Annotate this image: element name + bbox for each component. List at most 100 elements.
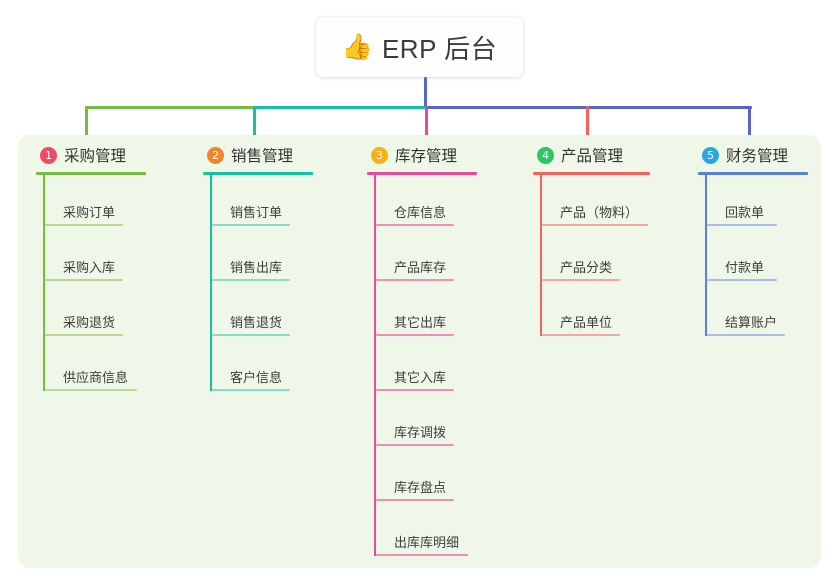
group-header-5[interactable]: 5 财务管理 xyxy=(698,143,818,167)
group-badge-1: 1 xyxy=(40,146,57,164)
group-items-5: 回款单付款单结算账户 xyxy=(698,175,818,340)
list-item-label: 库存调拨 xyxy=(394,425,447,440)
group-spine-1 xyxy=(43,175,45,391)
group-header-rule-5 xyxy=(698,172,808,175)
list-item[interactable]: 库存调拨 xyxy=(367,395,487,450)
list-item-label: 供应商信息 xyxy=(63,370,129,385)
list-item-rule xyxy=(376,499,454,501)
list-item[interactable]: 仓库信息 xyxy=(367,175,487,230)
list-item-label: 产品单位 xyxy=(560,315,613,330)
list-item-label: 销售退货 xyxy=(230,315,283,330)
list-item-rule xyxy=(707,334,785,336)
group-header-1[interactable]: 1 采购管理 xyxy=(36,143,156,167)
group-title-5: 财务管理 xyxy=(726,148,789,165)
list-item-label: 其它入库 xyxy=(394,370,447,385)
list-item[interactable]: 销售订单 xyxy=(203,175,323,230)
bus-drop-2 xyxy=(253,106,256,144)
bus-drop-3 xyxy=(425,106,428,144)
list-item-rule xyxy=(376,279,454,281)
list-item[interactable]: 回款单 xyxy=(698,175,818,230)
bus-segment-1 xyxy=(85,106,256,109)
list-item[interactable]: 客户信息 xyxy=(203,340,323,395)
groups-panel xyxy=(18,135,821,568)
list-item[interactable]: 其它入库 xyxy=(367,340,487,395)
list-item-label: 采购退货 xyxy=(63,315,116,330)
group-items-4: 产品（物料） 产品分类产品单位 xyxy=(533,175,663,340)
list-item[interactable]: 采购退货 xyxy=(36,285,156,340)
list-item[interactable]: 供应商信息 xyxy=(36,340,156,395)
list-item-rule xyxy=(376,389,454,391)
root-node[interactable]: 👍 ERP 后台 xyxy=(316,17,523,77)
group-spine-4 xyxy=(540,175,542,336)
list-item[interactable]: 产品单位 xyxy=(533,285,663,340)
list-item[interactable]: 结算账户 xyxy=(698,285,818,340)
group-column-2: 2 销售管理销售订单销售出库销售退货客户信息 xyxy=(203,143,323,395)
bus-drop-5 xyxy=(748,106,751,144)
group-badge-3: 3 xyxy=(371,146,388,164)
list-item-rule xyxy=(212,224,290,226)
list-item-rule xyxy=(542,279,620,281)
list-item-label: 出库库明细 xyxy=(394,535,460,550)
root-title: ERP 后台 xyxy=(381,33,498,64)
list-item-rule xyxy=(376,334,454,336)
list-item-label: 销售订单 xyxy=(230,205,283,220)
group-header-2[interactable]: 2 销售管理 xyxy=(203,143,323,167)
list-item[interactable]: 销售出库 xyxy=(203,230,323,285)
list-item-rule xyxy=(212,389,290,391)
list-item-label: 采购入库 xyxy=(63,260,116,275)
bus-drop-1 xyxy=(85,106,88,144)
group-title-4: 产品管理 xyxy=(561,148,624,165)
list-item-rule xyxy=(45,224,123,226)
group-column-5: 5 财务管理回款单付款单结算账户 xyxy=(698,143,818,340)
list-item-rule xyxy=(45,389,137,391)
group-header-rule-4 xyxy=(533,172,650,175)
list-item[interactable]: 采购订单 xyxy=(36,175,156,230)
group-spine-5 xyxy=(705,175,707,336)
list-item-rule xyxy=(212,334,290,336)
group-items-3: 仓库信息产品库存其它出库其它入库库存调拨库存盘点出库库明细 xyxy=(367,175,487,560)
group-spine-3 xyxy=(374,175,376,556)
list-item[interactable]: 销售退货 xyxy=(203,285,323,340)
list-item-label: 产品分类 xyxy=(560,260,613,275)
list-item-label: 销售出库 xyxy=(230,260,283,275)
list-item-label: 产品（物料） xyxy=(560,205,639,220)
list-item[interactable]: 产品库存 xyxy=(367,230,487,285)
list-item-label: 其它出库 xyxy=(394,315,447,330)
list-item[interactable]: 其它出库 xyxy=(367,285,487,340)
group-header-rule-3 xyxy=(367,172,477,175)
list-item-label: 结算账户 xyxy=(725,315,778,330)
bus-drop-4 xyxy=(586,106,589,144)
group-items-2: 销售订单销售出库销售退货客户信息 xyxy=(203,175,323,395)
group-header-rule-1 xyxy=(36,172,146,175)
list-item[interactable]: 出库库明细 xyxy=(367,505,487,560)
list-item-rule xyxy=(376,224,454,226)
group-column-1: 1 采购管理采购订单采购入库采购退货供应商信息 xyxy=(36,143,156,395)
list-item[interactable]: 库存盘点 xyxy=(367,450,487,505)
list-item-label: 产品库存 xyxy=(394,260,447,275)
list-item-rule xyxy=(542,334,620,336)
group-title-2: 销售管理 xyxy=(231,148,294,165)
list-item[interactable]: 付款单 xyxy=(698,230,818,285)
list-item-label: 客户信息 xyxy=(230,370,283,385)
group-spine-2 xyxy=(210,175,212,391)
group-title-3: 库存管理 xyxy=(395,148,458,165)
list-item[interactable]: 采购入库 xyxy=(36,230,156,285)
list-item-label: 库存盘点 xyxy=(394,480,447,495)
list-item-rule xyxy=(376,444,454,446)
list-item[interactable]: 产品（物料） xyxy=(533,175,663,230)
list-item[interactable]: 产品分类 xyxy=(533,230,663,285)
group-header-3[interactable]: 3 库存管理 xyxy=(367,143,487,167)
list-item-rule xyxy=(45,334,123,336)
group-badge-2: 2 xyxy=(207,146,224,164)
group-title-1: 采购管理 xyxy=(64,148,127,165)
group-badge-5: 5 xyxy=(702,146,719,164)
bus-segment-2 xyxy=(253,106,428,109)
list-item-label: 仓库信息 xyxy=(394,205,447,220)
list-item-rule xyxy=(212,279,290,281)
thumbs-up-icon: 👍 xyxy=(341,32,373,61)
list-item-rule xyxy=(707,279,777,281)
list-item-label: 采购订单 xyxy=(63,205,116,220)
